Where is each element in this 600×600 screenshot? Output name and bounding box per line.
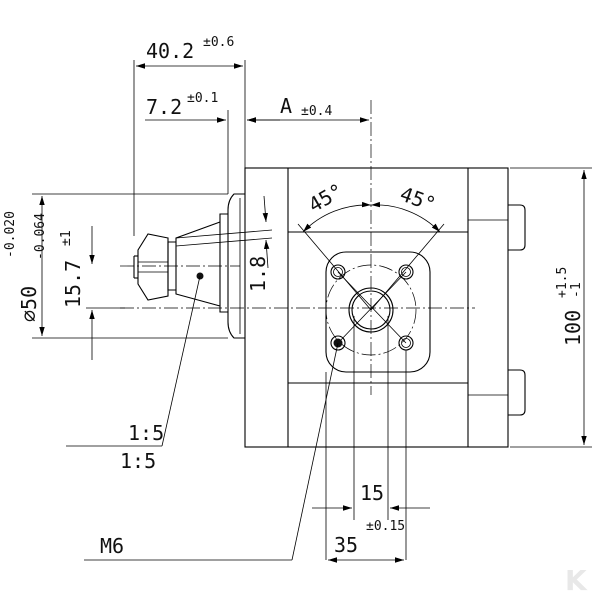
mounting-flange (227, 193, 245, 339)
taper-label-2: 1:5 (120, 449, 156, 473)
dim-bottom: 15 35 ±0.15 (312, 316, 430, 563)
dim-shaft-tol-upper: -0.020 (3, 211, 18, 258)
dim-width-total-tol: ±0.6 (203, 35, 234, 50)
angle-indicator (297, 201, 445, 311)
brand-logo: K (565, 564, 588, 597)
dim-flange: 7.2 ±0.1 (145, 91, 280, 194)
dim-shaft-diameter: ⌀50 -0.020 -0.064 (3, 193, 228, 339)
dim-chamfer: 1.8 (246, 195, 270, 292)
thread-callout: M6 (84, 342, 339, 561)
dim-port-spacing-value: 35 (334, 533, 358, 557)
dim-body-height-tol-lower: -1 (569, 282, 584, 298)
taper-callouts: 1:5 1:5 (66, 275, 201, 473)
angle-left-label: 45° (304, 178, 347, 217)
dim-shaft-height-value: 15.7 (61, 260, 85, 308)
thread-label: M6 (100, 534, 124, 558)
shaft (175, 213, 273, 313)
angle-right-label: 45° (397, 182, 439, 217)
dim-shaft-height-tol: ±1 (59, 230, 74, 246)
dim-flange-tol: ±0.1 (187, 91, 218, 106)
dim-body-height-value: 100 (561, 310, 585, 346)
dim-shaft-tol-lower: -0.064 (33, 213, 48, 260)
dim-port-offset-value: A (280, 94, 292, 118)
dim-shaft-diameter-value: ⌀50 (17, 286, 41, 322)
dim-body-height-tol-upper: +1.5 (555, 267, 570, 298)
side-lugs (508, 204, 526, 416)
shaft-nut (133, 233, 176, 301)
dim-flange-value: 7.2 (146, 95, 182, 119)
center-lines (120, 100, 475, 395)
dim-port-offset-tol: ±0.4 (301, 104, 332, 119)
taper-label-1: 1:5 (128, 421, 164, 445)
dim-port-spacing-tol: ±0.15 (366, 519, 405, 534)
dim-chamfer-value: 1.8 (246, 256, 270, 292)
pump-body (244, 167, 509, 448)
dim-port-offset: A ±0.4 (247, 94, 369, 123)
dim-width-total: 40.2 ±0.6 (133, 35, 246, 236)
port-face (325, 251, 431, 373)
dim-bolt-spacing-value: 15 (360, 481, 384, 505)
dim-body-height: 100 +1.5 -1 (510, 167, 592, 448)
dim-width-total-value: 40.2 (146, 39, 194, 63)
dim-shaft-height: 15.7 ±1 (59, 226, 125, 360)
